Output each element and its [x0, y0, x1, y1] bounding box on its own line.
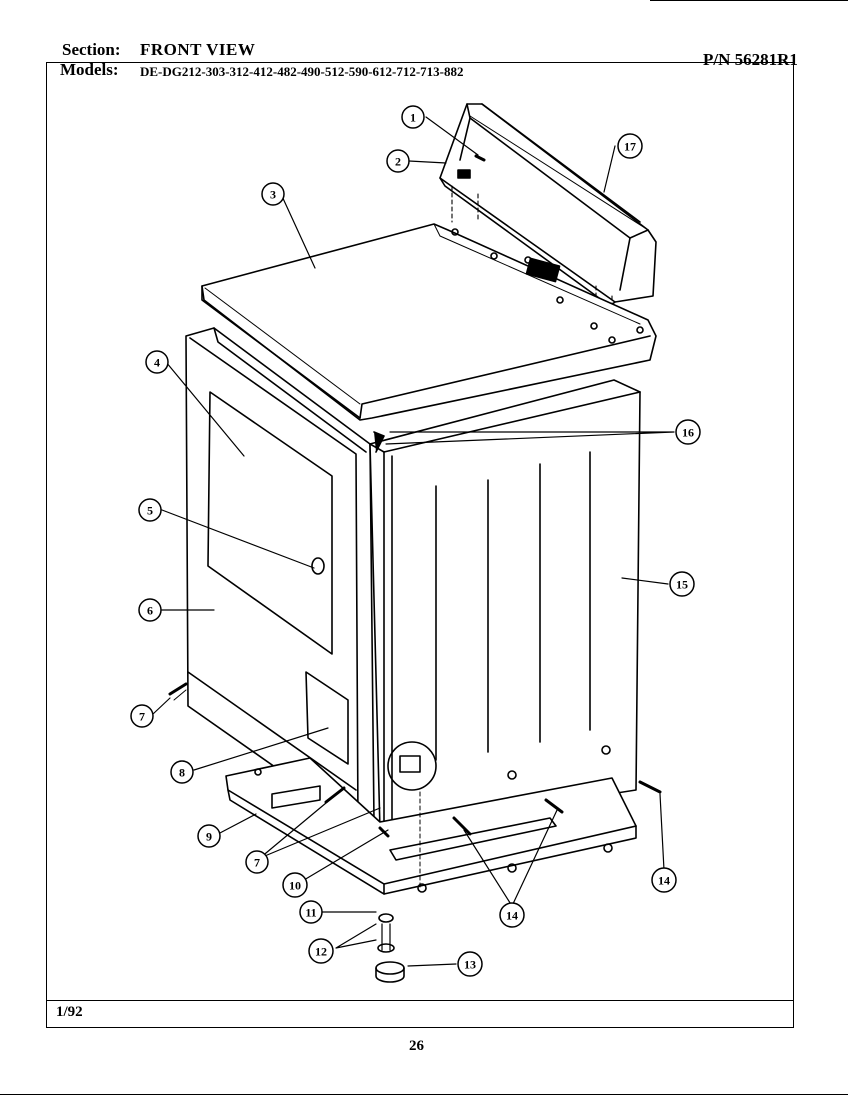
callout-12: 12 [308, 938, 334, 964]
svg-text:2: 2 [395, 155, 401, 169]
svg-text:5: 5 [147, 504, 153, 518]
callout-2: 2 [386, 149, 410, 173]
base-drawing [225, 757, 637, 895]
svg-text:11: 11 [305, 906, 316, 920]
page-number: 26 [409, 1038, 424, 1054]
svg-text:15: 15 [676, 578, 688, 592]
callout-17: 17 [617, 133, 643, 159]
cabinet-drawing [369, 379, 641, 831]
svg-text:7: 7 [139, 710, 145, 724]
svg-text:1: 1 [410, 111, 416, 125]
leader-lines [152, 116, 675, 967]
svg-text:10: 10 [289, 879, 301, 893]
front-panel-drawing [173, 327, 375, 829]
callout-11: 11 [299, 900, 323, 924]
callout-3: 3 [261, 182, 285, 206]
svg-text:3: 3 [270, 188, 276, 202]
svg-text:17: 17 [624, 140, 636, 154]
callout-6: 6 [138, 598, 162, 622]
footer-divider [46, 1000, 794, 1001]
callouts: 1 2 3 4 5 6 7 8 9 7 10 11 12 13 14 14 15… [130, 105, 701, 977]
svg-text:6: 6 [147, 604, 153, 618]
part-number: P/N 56281R1 [703, 50, 798, 69]
callout-13: 13 [457, 951, 483, 977]
models-label: Models: [60, 60, 119, 79]
svg-text:7: 7 [254, 856, 260, 870]
fasteners-drawing [168, 154, 662, 983]
section-title: FRONT VIEW [140, 40, 256, 59]
svg-text:4: 4 [154, 356, 160, 370]
svg-text:9: 9 [206, 830, 212, 844]
control-panel-drawing [439, 103, 657, 331]
callout-16: 16 [675, 419, 701, 445]
top-rule [650, 0, 848, 1]
svg-text:14: 14 [506, 909, 518, 923]
diagram-frame [46, 62, 794, 1028]
callout-1: 1 [401, 105, 425, 129]
svg-text:14: 14 [658, 874, 670, 888]
callout-7-lower: 7 [245, 850, 269, 874]
callout-4: 4 [145, 350, 169, 374]
callout-5: 5 [138, 498, 162, 522]
date-code: 1/92 [56, 1004, 83, 1020]
callout-10: 10 [282, 872, 308, 898]
callout-8: 8 [170, 760, 194, 784]
svg-text:13: 13 [464, 958, 476, 972]
svg-text:16: 16 [682, 426, 694, 440]
bottom-rule [0, 1094, 848, 1095]
top-panel-drawing [201, 223, 657, 421]
callout-14-center: 14 [499, 902, 525, 928]
svg-text:12: 12 [315, 945, 327, 959]
callout-15: 15 [669, 571, 695, 597]
callout-7: 7 [130, 704, 154, 728]
section-label: Section: [62, 40, 121, 59]
callout-14-right: 14 [651, 867, 677, 893]
callout-9: 9 [197, 824, 221, 848]
svg-text:8: 8 [179, 766, 185, 780]
models-list: DE-DG212-303-312-412-482-490-512-590-612… [140, 64, 464, 79]
